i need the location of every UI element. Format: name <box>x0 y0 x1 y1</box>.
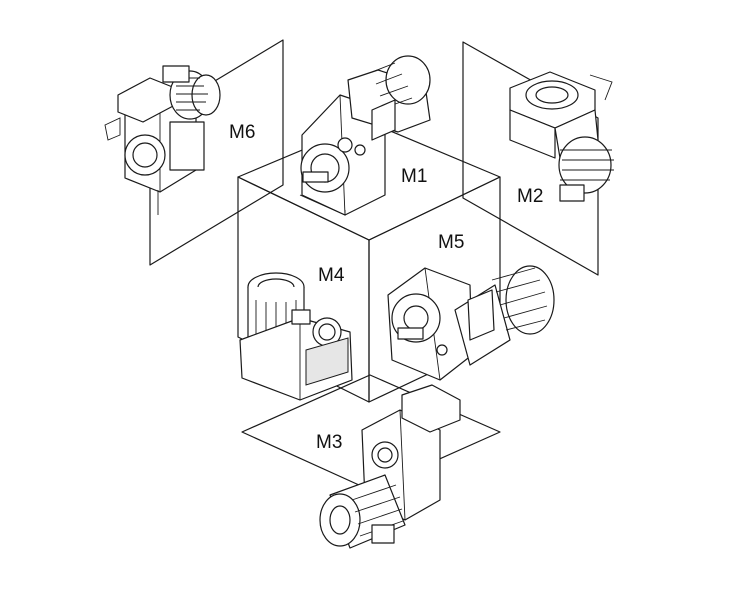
label-m5: M5 <box>438 232 464 253</box>
label-m2: M2 <box>517 186 543 207</box>
gear-motor-m1 <box>299 55 431 216</box>
gear-motor-m4 <box>239 272 353 401</box>
plane-m3 <box>241 374 501 491</box>
label-m4: M4 <box>318 265 345 286</box>
label-m1: M1 <box>401 166 427 187</box>
gear-motor-m6 <box>104 65 221 215</box>
plane-m6 <box>149 39 284 266</box>
gear-motor-m2 <box>509 71 614 202</box>
label-m3: M3 <box>316 432 342 453</box>
label-m6: M6 <box>229 122 255 143</box>
gear-motor-m5 <box>387 265 555 381</box>
gear-motor-m3 <box>319 384 461 549</box>
